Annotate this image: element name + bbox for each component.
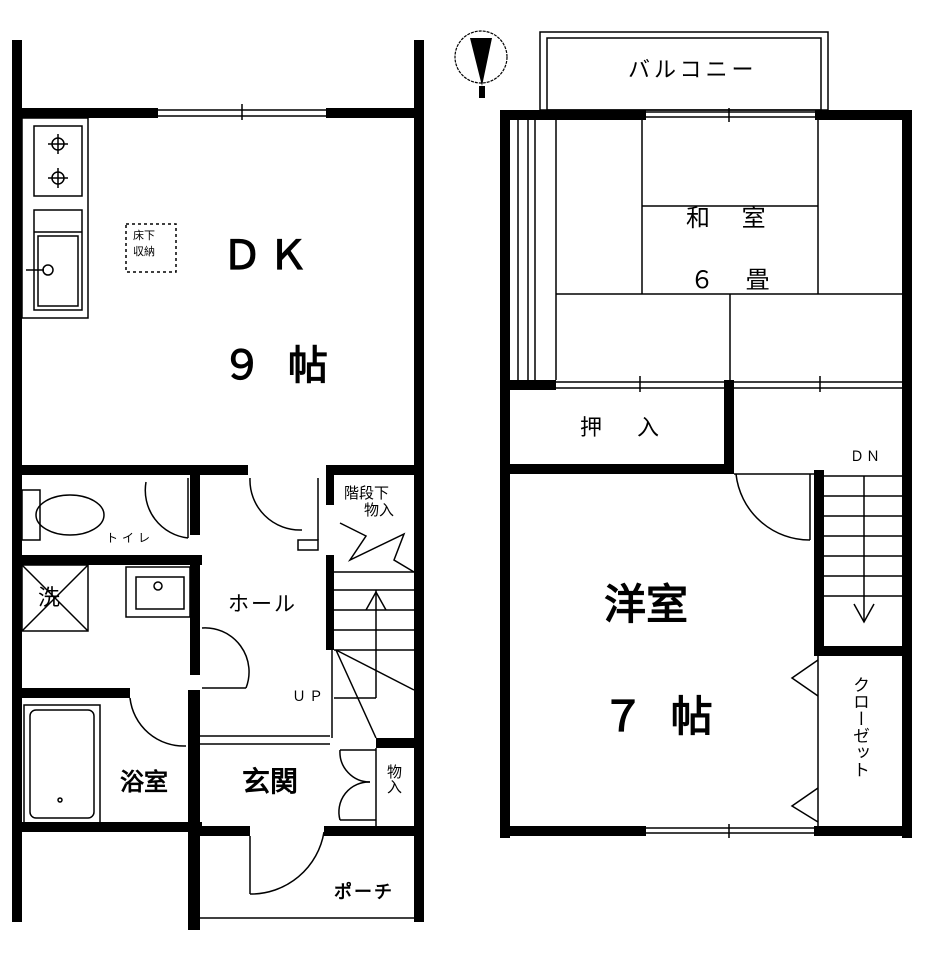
western-room-size: ７ 帖 (602, 692, 719, 741)
underfloor-storage-label-1: 床下 (133, 229, 155, 242)
japanese-room-label: 和 室 (686, 204, 778, 232)
entrance-storage-label: 物入 (385, 764, 403, 794)
toilet-label: トイレ (106, 531, 155, 545)
underfloor-storage-label-2: 収納 (133, 245, 155, 258)
stairs-up-label: ＵＰ (292, 689, 326, 705)
stair-storage-label-2: 物入 (364, 501, 395, 519)
porch-walls (190, 832, 200, 922)
stair-storage-label-1: 階段下 (344, 484, 390, 502)
room-dk-size: ９ 帖 (222, 343, 334, 389)
balcony-outline (539, 31, 829, 111)
fixtures-second-floor (517, 108, 902, 838)
closet-label: クローゼット (849, 676, 869, 778)
walls-second-floor (500, 110, 912, 838)
washer-label: 洗 (38, 586, 61, 611)
japanese-room-size: ６ 畳 (690, 266, 782, 294)
balcony-label: バルコニー (628, 58, 758, 83)
porch-label: ポーチ (334, 882, 394, 903)
stairs-down-label: ＤＮ (850, 449, 882, 465)
hall-label: ホール (228, 592, 297, 616)
room-dk-label: ＤＫ (222, 233, 314, 279)
western-room-label: 洋室 (604, 580, 689, 629)
entrance-label: 玄関 (242, 765, 299, 798)
fixtures-first-floor (21, 104, 415, 919)
north-arrow-icon (454, 30, 508, 98)
bathroom-label: 浴室 (120, 768, 168, 796)
oshiire-label: 押 入 (580, 416, 673, 441)
